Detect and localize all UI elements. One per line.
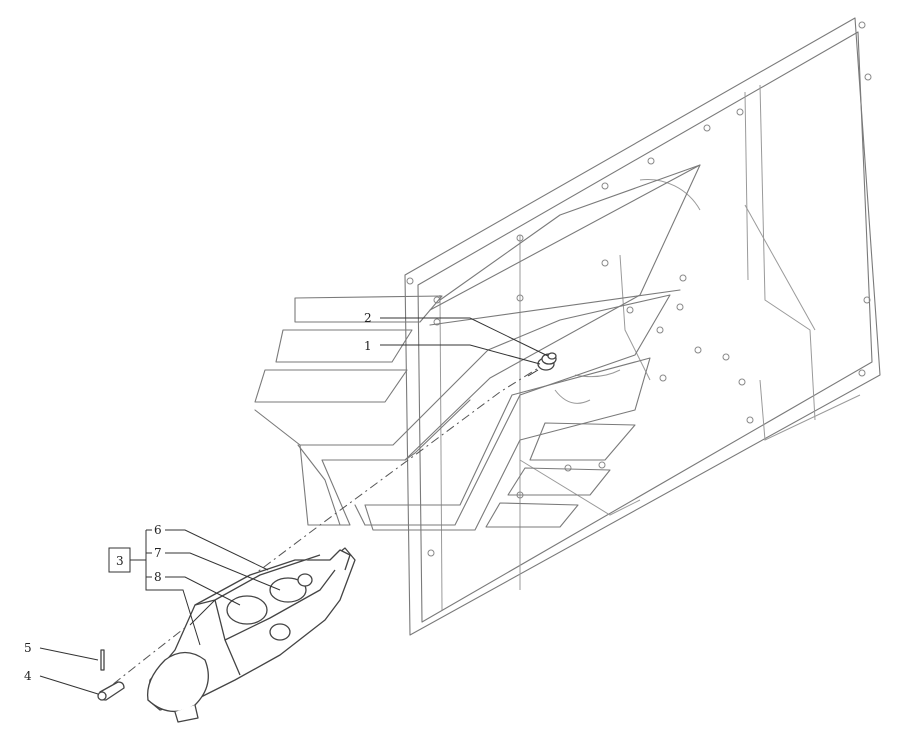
fitting-part	[527, 352, 557, 377]
callout-label-3: 3	[116, 554, 124, 568]
callout-label-8: 8	[154, 570, 162, 584]
callout-label-6: 6	[154, 523, 162, 537]
leader-lines	[39, 317, 549, 695]
logo-outline	[254, 164, 701, 531]
valve-assembly	[146, 547, 356, 723]
callout-label-5: 5	[24, 641, 32, 655]
callout-label-7: 7	[154, 546, 162, 560]
assembly-centerline	[111, 361, 549, 686]
callout-label-4: 4	[24, 669, 32, 683]
mounting-panel	[404, 17, 881, 636]
callout-label-2: 2	[364, 311, 372, 325]
spring-pin-part	[100, 649, 105, 671]
callout-label-1: 1	[364, 339, 372, 353]
callout-box-3	[108, 547, 131, 573]
pin-part	[97, 681, 125, 701]
